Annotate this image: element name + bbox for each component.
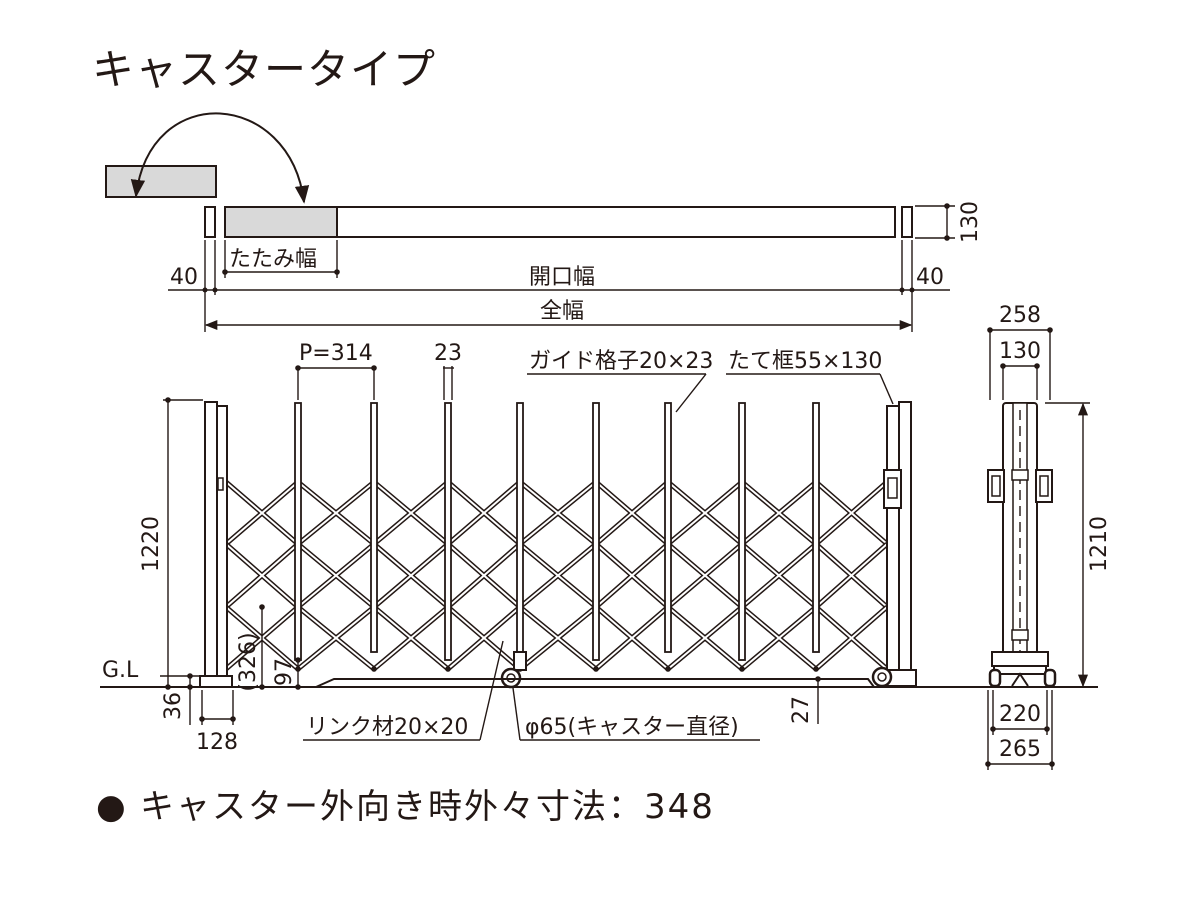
link-bar-core — [225, 543, 299, 608]
link-bar-core — [373, 481, 449, 545]
side-view: 258 130 1210 220 265 — [985, 303, 1112, 770]
plan-depth-label: 130 — [958, 201, 983, 243]
link-bar-core — [225, 481, 299, 545]
overall-width-label: 全幅 — [540, 299, 584, 324]
side-frame-width-label: 130 — [999, 339, 1041, 364]
folded-block — [105, 165, 217, 198]
guide-bar — [294, 402, 302, 661]
opening-width-label: 開口幅 — [529, 265, 595, 290]
title: キャスタータイプ — [92, 45, 436, 94]
side-base-inner-label: 220 — [999, 702, 1041, 727]
ground-offset-label: 36 — [161, 692, 186, 720]
link-bar-core — [519, 606, 597, 670]
side-top-width-label: 258 — [999, 303, 1041, 328]
height-label: 1220 — [139, 516, 164, 572]
base-width-label: 128 — [196, 730, 238, 755]
plan-gate-body — [336, 206, 896, 238]
link-bar-core — [447, 481, 521, 545]
link-bar-core — [667, 543, 743, 608]
pivot-dot — [739, 666, 745, 672]
pivot-dot — [813, 666, 819, 672]
rail-height-label: 27 — [789, 696, 814, 724]
link-bar-core — [373, 543, 449, 608]
vertical-frame-label: たて框55×130 — [728, 349, 882, 374]
ground-label: G.L — [102, 658, 139, 683]
link-height-label: (326) — [236, 632, 261, 691]
link-bar-core — [447, 543, 521, 608]
pivot-dot — [371, 666, 377, 672]
guide-bars — [294, 402, 820, 661]
floor-rail — [315, 678, 875, 688]
pitch-label: P=314 — [299, 341, 373, 366]
folded-width-label: たたみ幅 — [229, 247, 317, 272]
side-base — [991, 651, 1049, 667]
link-bar-core — [667, 606, 743, 670]
link-bar-core — [741, 606, 817, 670]
pivot-dot — [593, 666, 599, 672]
side-height-label: 1210 — [1087, 516, 1112, 572]
guide-bar — [516, 402, 524, 653]
footnote-text: キャスター外向き時外々寸法：348 — [140, 787, 715, 827]
guide-lattice-label: ガイド格子20×23 — [529, 349, 713, 374]
footnote-bullet: ● — [96, 787, 128, 827]
pivot-dot — [665, 666, 671, 672]
link-bar-core — [667, 481, 743, 545]
link-bar-core — [595, 481, 669, 545]
guide-bar — [812, 402, 820, 653]
link-bar-core — [815, 543, 888, 608]
left-post — [199, 401, 233, 688]
link-member-label: リンク材20×20 — [306, 715, 468, 740]
side-base-outer-label: 265 — [999, 737, 1041, 762]
front-view: G.L — [100, 341, 1098, 755]
link-bar-core — [297, 481, 375, 545]
right-clearance-label: 40 — [916, 265, 944, 290]
guide-bar — [592, 402, 600, 661]
vertical-frame — [871, 401, 917, 688]
link-bar-core — [741, 481, 817, 545]
link-bar-core — [595, 606, 669, 670]
caster-clearance-label: 97 — [272, 658, 297, 686]
link-bar-core — [447, 606, 521, 670]
guide-bar — [738, 402, 746, 661]
link-bar-core — [297, 543, 375, 608]
link-bar-core — [595, 543, 669, 608]
link-bar-core — [297, 606, 375, 670]
link-bar-core — [373, 606, 449, 670]
plan-folded-area — [224, 206, 338, 238]
folding-arrow — [130, 112, 310, 204]
link-bar-core — [519, 481, 597, 545]
link-bar-core — [741, 543, 817, 608]
left-clearance-label: 40 — [170, 265, 198, 290]
link-bar-core — [519, 543, 597, 608]
guide-gap-label: 23 — [434, 341, 462, 366]
caster-diameter-label: φ65(キャスター直径) — [525, 715, 739, 740]
plan-left-post — [204, 206, 216, 238]
plan-right-post — [901, 206, 913, 238]
plan-view: 130 たたみ幅 40 40 開口幅 全幅 — [105, 112, 983, 332]
pivot-dot — [445, 666, 451, 672]
lattice-links — [224, 479, 889, 672]
guide-bar — [370, 402, 378, 653]
guide-bar — [444, 402, 452, 661]
link-bar-core — [815, 606, 888, 670]
link-bar-core — [815, 481, 888, 545]
guide-bar — [664, 402, 672, 653]
